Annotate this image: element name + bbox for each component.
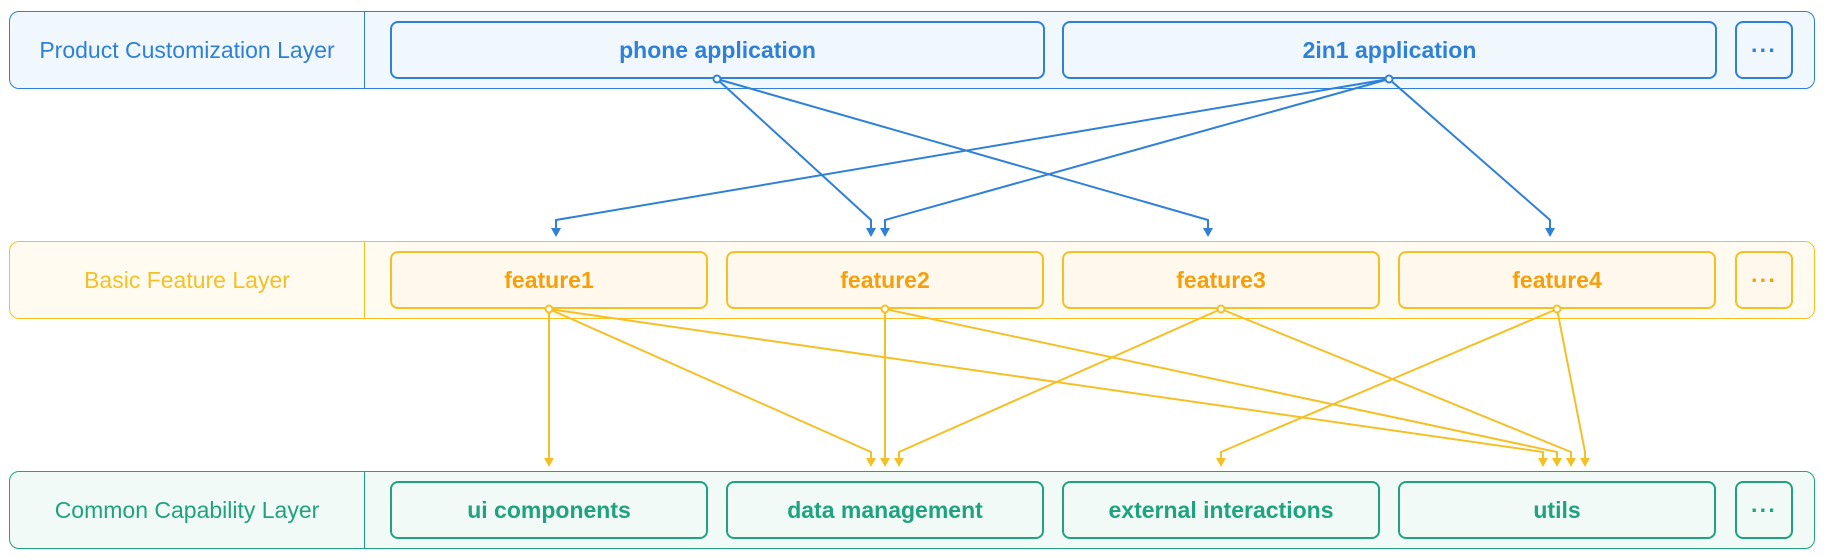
external-interactions-box: external interactions: [1062, 481, 1380, 539]
link-2in1-to-feature1: [555, 78, 1390, 234]
data-management-box: data management: [726, 481, 1044, 539]
link-feature3-to-utils: [1220, 308, 1572, 462]
link-phone-to-feature3: [716, 78, 1209, 234]
common-more-box: ···: [1735, 481, 1793, 539]
common-layer-label: Common Capability Layer: [10, 472, 365, 548]
link-2in1-to-feature2: [884, 78, 1390, 234]
feature3-box: feature3: [1062, 251, 1380, 309]
feature1-box: feature1: [390, 251, 708, 309]
feature-more-box: ···: [1735, 251, 1793, 309]
link-feature4-to-external: [1220, 308, 1558, 462]
feature4-box: feature4: [1398, 251, 1716, 309]
2in1-application-box: 2in1 application: [1062, 21, 1717, 79]
feature-layer-label: Basic Feature Layer: [10, 242, 365, 318]
product-more-box: ···: [1735, 21, 1793, 79]
phone-application-box: phone application: [390, 21, 1045, 79]
link-feature1-to-data: [548, 308, 872, 462]
ui-components-box: ui components: [390, 481, 708, 539]
link-2in1-to-feature4: [1388, 78, 1551, 234]
link-feature4-to-utils: [1556, 308, 1586, 462]
feature2-box: feature2: [726, 251, 1044, 309]
link-phone-to-feature2: [716, 78, 872, 234]
product-layer-label: Product Customization Layer: [10, 12, 365, 88]
link-feature2-to-utils: [884, 308, 1558, 462]
utils-box: utils: [1398, 481, 1716, 539]
link-feature3-to-data: [898, 308, 1222, 462]
link-feature1-to-utils: [548, 308, 1544, 462]
